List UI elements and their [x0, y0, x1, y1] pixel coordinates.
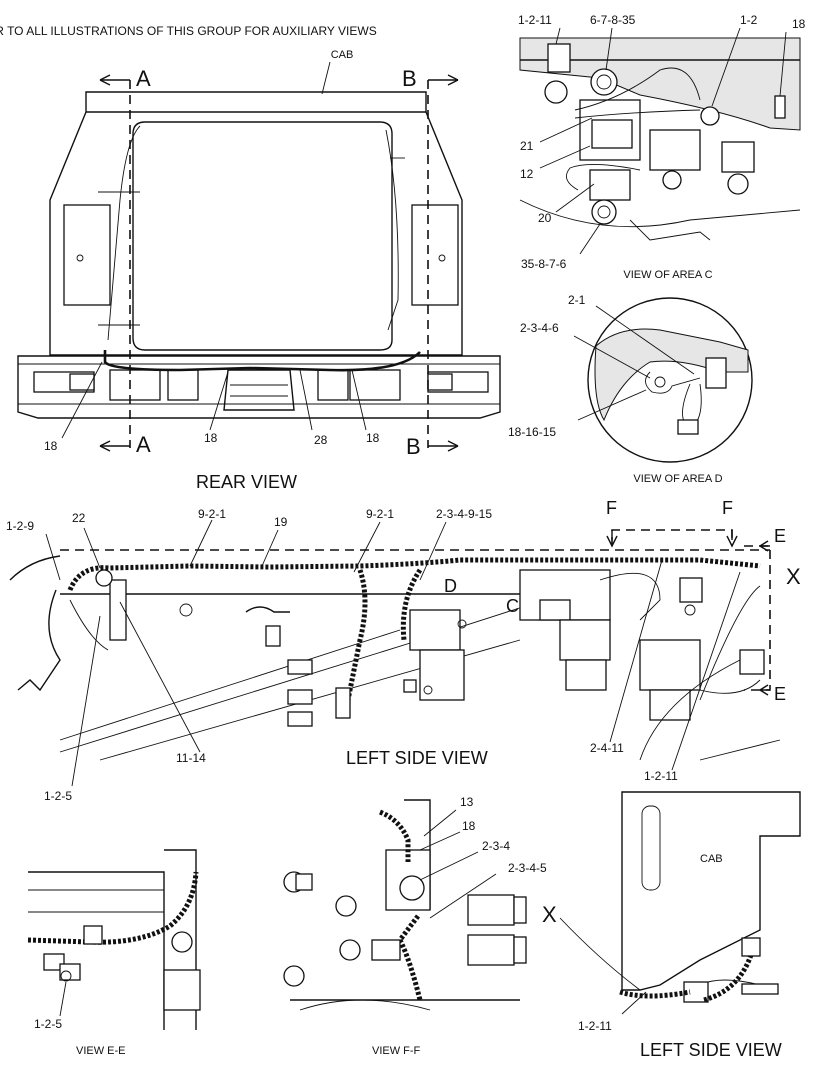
- c-callout-1: 1-2-11: [518, 13, 552, 27]
- left-side-view-drawing: [9, 519, 781, 787]
- marker-x: X: [786, 564, 801, 589]
- ee-callout-1: 1-2-5: [34, 1017, 62, 1031]
- d-callout-3: 18-16-15: [508, 425, 556, 439]
- area-marker-d: D: [444, 576, 457, 596]
- left-side-view-2-drawing: [559, 791, 801, 1015]
- rear-view-drawing: [17, 61, 501, 452]
- ls2-marker-x: X: [542, 902, 557, 927]
- c-callout-3: 1-2: [740, 13, 758, 27]
- rear-callout-2: 18: [204, 431, 218, 445]
- rear-callout-3: 28: [314, 433, 328, 447]
- c-callout-8: 35-8-7-6: [521, 257, 567, 271]
- view-f-f-title: VIEW F-F: [372, 1045, 421, 1057]
- rear-callout-4: 18: [366, 431, 380, 445]
- ls-callout-9: 2-4-11: [590, 741, 624, 755]
- section-marker-e-top: E: [774, 526, 786, 546]
- c-callout-5: 21: [520, 139, 534, 153]
- c-callout-6: 12: [520, 167, 534, 181]
- ff-callout-3: 2-3-4: [482, 839, 510, 853]
- ls-callout-10: 1-2-11: [644, 769, 678, 783]
- section-marker-b-bottom: B: [406, 434, 421, 459]
- ls-callout-2: 22: [72, 511, 86, 525]
- section-marker-f-left: F: [606, 498, 617, 518]
- area-marker-c: C: [506, 596, 519, 616]
- rear-view-title: REAR VIEW: [196, 472, 297, 492]
- c-callout-7: 20: [538, 211, 552, 225]
- rear-callout-1: 18: [44, 439, 58, 453]
- view-area-c-drawing: [519, 27, 801, 255]
- ls-callout-1: 1-2-9: [6, 519, 34, 533]
- general-note-line: REFER TO ALL ILLUSTRATIONS OF THIS GROUP…: [0, 24, 377, 38]
- rear-cab-label: CAB: [331, 49, 354, 61]
- ls2-callout-1: 1-2-11: [578, 1019, 612, 1033]
- view-e-e-title: VIEW E-E: [76, 1045, 126, 1057]
- ls-callout-3: 9-2-1: [198, 507, 226, 521]
- section-marker-a-top: A: [136, 66, 151, 91]
- left-side-view-2-title: LEFT SIDE VIEW: [640, 1040, 782, 1060]
- section-marker-b-top: B: [402, 66, 417, 91]
- view-f-f-drawing: [283, 799, 527, 1011]
- ls-callout-7: 11-14: [176, 751, 206, 765]
- d-callout-1: 2-1: [568, 293, 586, 307]
- view-area-d-title: VIEW OF AREA D: [633, 473, 722, 485]
- ff-callout-4: 2-3-4-5: [508, 861, 547, 875]
- c-callout-2: 6-7-8-35: [590, 13, 636, 27]
- left-side-view-title: LEFT SIDE VIEW: [346, 748, 488, 768]
- section-marker-a-bottom: A: [136, 432, 151, 457]
- ff-callout-2: 18: [462, 819, 476, 833]
- view-area-d-drawing: [573, 297, 753, 463]
- ls2-cab-label: CAB: [700, 853, 723, 865]
- c-callout-4: 18: [792, 17, 806, 31]
- ff-callout-1: 13: [460, 795, 474, 809]
- ls-callout-8: 1-2-5: [44, 789, 72, 803]
- view-area-c-title: VIEW OF AREA C: [623, 269, 712, 281]
- section-marker-f-right: F: [722, 498, 733, 518]
- ls-callout-4: 19: [274, 515, 288, 529]
- ls-callout-6: 2-3-4-9-15: [436, 507, 492, 521]
- view-e-e-drawing: [27, 849, 201, 1030]
- section-marker-e-bottom: E: [774, 684, 786, 704]
- d-callout-2: 2-3-4-6: [520, 321, 559, 335]
- ls-callout-5: 9-2-1: [366, 507, 394, 521]
